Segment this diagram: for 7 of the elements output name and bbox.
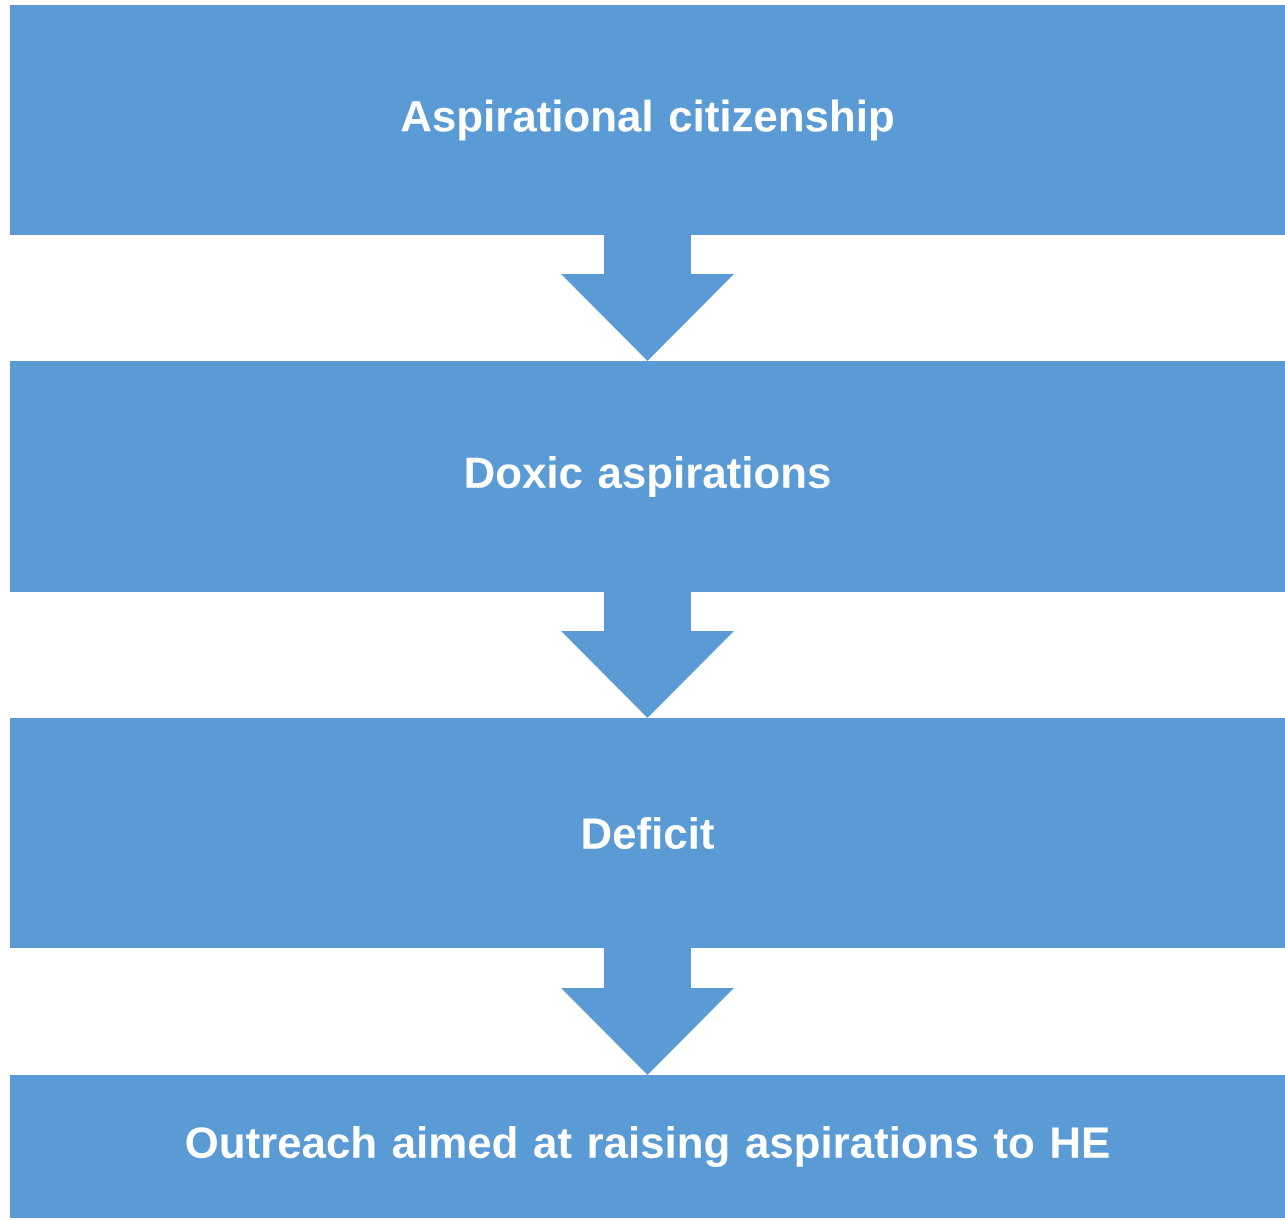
block-arrow xyxy=(561,235,734,361)
process-box: Outreach aimed at raising aspirations to HE xyxy=(10,1075,1285,1218)
process-box: Deficit xyxy=(10,718,1285,948)
block-arrow xyxy=(561,592,734,718)
process-box: Doxic aspirations xyxy=(10,361,1285,592)
block-arrow xyxy=(561,948,734,1075)
process-box: Aspirational citizenship xyxy=(10,5,1285,235)
